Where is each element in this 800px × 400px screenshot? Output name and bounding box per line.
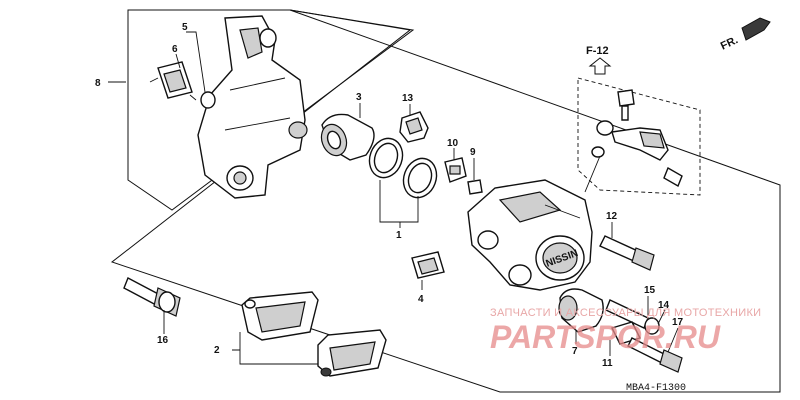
leader-lines	[108, 31, 679, 365]
drawing-code: MBA4-F1300	[626, 383, 686, 394]
callout-12: 12	[606, 211, 618, 222]
hanger-pin-bolt	[123, 277, 181, 317]
callout-6: 6	[172, 44, 178, 55]
dust-seal	[402, 157, 438, 199]
callout-4: 4	[418, 294, 424, 305]
callout-7: 7	[572, 346, 578, 357]
pin-bolt	[599, 235, 655, 271]
caliper-bracket	[197, 15, 308, 199]
assembly-frame-main	[110, 9, 781, 393]
callout-1: 1	[396, 230, 402, 241]
callout-2: 2	[214, 345, 220, 356]
bleeder-cap	[399, 111, 429, 143]
callout-15: 15	[644, 285, 656, 296]
sleeve-collar	[558, 288, 604, 333]
f12-detail-frame	[577, 77, 701, 196]
callout-9: 9	[470, 147, 476, 158]
brake-pad-lower	[317, 329, 387, 377]
front-direction-arrow-icon	[741, 17, 771, 41]
callout-14: 14	[658, 300, 670, 311]
callout-5: 5	[182, 22, 188, 33]
callout-11: 11	[602, 358, 613, 369]
watermark-brand: PARTSPOR.RU	[490, 319, 721, 355]
lower-pin-bolt	[627, 337, 683, 373]
brake-pad-upper	[241, 291, 319, 341]
f12-hose-fitting	[584, 89, 683, 193]
boot	[320, 113, 375, 161]
piston-seal	[368, 137, 404, 179]
callout-17: 17	[672, 317, 684, 328]
f12-reference-tag: F-12	[586, 45, 609, 57]
callout-8: 8	[95, 78, 101, 89]
watermark-tagline: ЗАПЧАСТИ И АКСЕССУАРЫ ДЛЯ МОТОТЕХНИКИ	[490, 307, 761, 319]
callout-16-left: 16	[157, 335, 169, 346]
f12-arrow	[588, 57, 612, 75]
small-bolt	[467, 179, 483, 195]
caliper-body: NISSIN	[467, 179, 593, 291]
pad-clip	[411, 251, 445, 279]
callout-13: 13	[402, 93, 414, 104]
callout-3: 3	[356, 92, 362, 103]
callout-10: 10	[447, 138, 459, 149]
slide-pin	[605, 299, 660, 335]
bleeder-screw	[444, 157, 467, 183]
front-direction-label: FR.	[719, 34, 740, 52]
pad-spring-clip	[149, 61, 197, 101]
